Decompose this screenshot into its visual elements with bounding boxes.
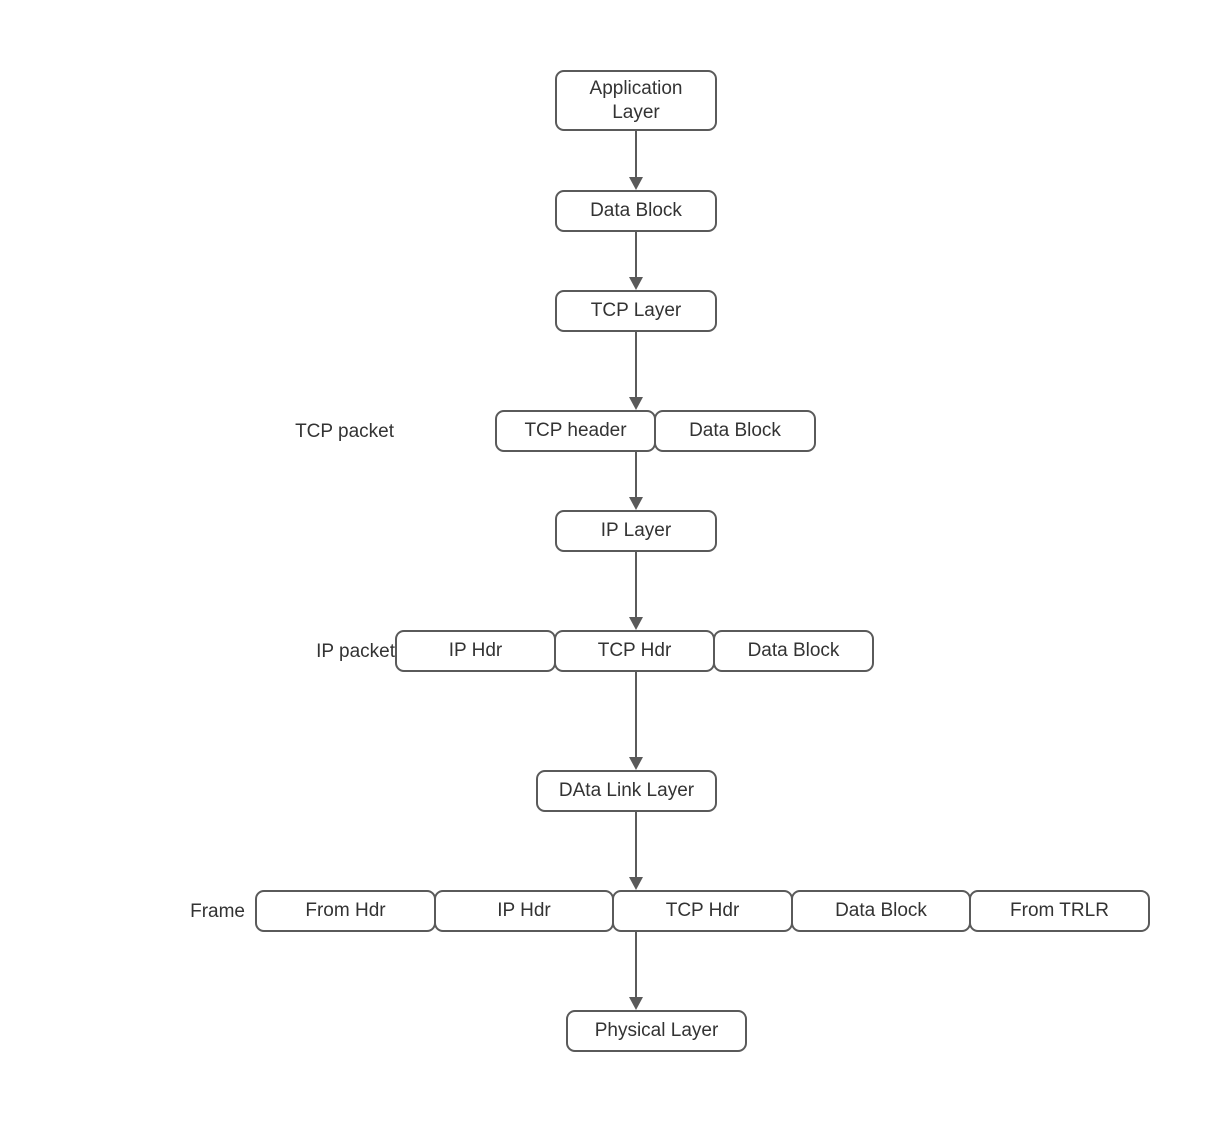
arrow-frame-to-physical-layer — [629, 932, 643, 1010]
node-application-layer[interactable]: Application Layer — [555, 70, 717, 131]
arrowhead-icon — [629, 757, 643, 770]
arrowhead-icon — [629, 877, 643, 890]
arrow-ip-layer-to-ip-packet — [629, 552, 643, 630]
segment-tcp-header[interactable]: TCP header — [495, 410, 656, 452]
row-label-tcp-packet: TCP packet — [295, 420, 394, 442]
arrow-data-link-layer-to-frame — [629, 812, 643, 890]
arrow-stem — [635, 812, 637, 877]
segment-frame-tcp-header[interactable]: TCP Hdr — [612, 890, 793, 932]
arrow-stem — [635, 672, 637, 757]
arrow-stem — [635, 332, 637, 397]
arrow-application-to-data-block — [629, 131, 643, 190]
segment-frame-header[interactable]: From Hdr — [255, 890, 436, 932]
segment-frame-data-block[interactable]: Data Block — [791, 890, 971, 932]
arrowhead-icon — [629, 177, 643, 190]
arrowhead-icon — [629, 277, 643, 290]
arrowhead-icon — [629, 397, 643, 410]
node-data-block-top[interactable]: Data Block — [555, 190, 717, 232]
arrow-tcp-packet-to-ip-layer — [629, 452, 643, 510]
arrow-stem — [635, 552, 637, 617]
segment-frame-trailer[interactable]: From TRLR — [969, 890, 1150, 932]
arrow-stem — [635, 232, 637, 277]
row-label-frame: Frame — [190, 900, 245, 922]
arrow-data-block-to-tcp-layer — [629, 232, 643, 290]
arrow-tcp-layer-to-tcp-packet — [629, 332, 643, 410]
row-label-ip-packet: IP packet — [316, 640, 395, 662]
arrowhead-icon — [629, 617, 643, 630]
arrowhead-icon — [629, 997, 643, 1010]
segment-frame-ip-header[interactable]: IP Hdr — [434, 890, 614, 932]
arrow-stem — [635, 452, 637, 497]
arrow-stem — [635, 131, 637, 177]
segment-tcp-payload-data-block[interactable]: Data Block — [654, 410, 816, 452]
arrow-stem — [635, 932, 637, 997]
node-data-link-layer[interactable]: DAta Link Layer — [536, 770, 717, 812]
node-physical-layer[interactable]: Physical Layer — [566, 1010, 747, 1052]
segment-ip-header[interactable]: IP Hdr — [395, 630, 556, 672]
arrow-ip-packet-to-data-link-layer — [629, 672, 643, 770]
arrowhead-icon — [629, 497, 643, 510]
segment-ip-tcp-header[interactable]: TCP Hdr — [554, 630, 715, 672]
segment-ip-payload-data-block[interactable]: Data Block — [713, 630, 874, 672]
node-tcp-layer[interactable]: TCP Layer — [555, 290, 717, 332]
node-ip-layer[interactable]: IP Layer — [555, 510, 717, 552]
